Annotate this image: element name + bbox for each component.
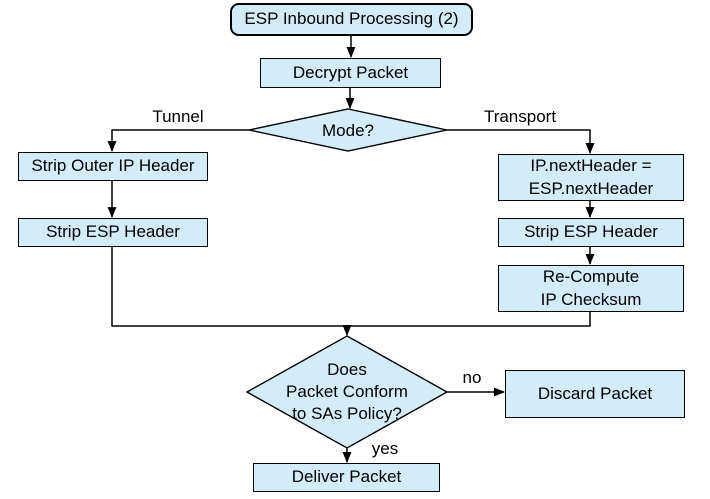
branch-label-tunnel: Tunnel: [152, 107, 204, 126]
branch-label-no: no: [462, 368, 482, 387]
node-decrypt-packet: Decrypt Packet: [260, 58, 441, 88]
edge-mode-transport: [447, 129, 595, 154]
node-deliver-packet: Deliver Packet: [253, 463, 440, 492]
node-strip-outer-ip-header: Strip Outer IP Header: [18, 152, 208, 181]
node-discard-packet: Discard Packet: [505, 370, 685, 418]
policy-decision-diamond: [245, 335, 449, 449]
node-ip-nextheader-assign: IP.nextHeader = ESP.nextHeader: [498, 154, 684, 201]
branch-label-yes: yes: [371, 439, 399, 458]
node-recompute-ip-checksum: Re-Compute IP Checksum: [498, 265, 684, 312]
edge-transport-join: [347, 312, 591, 327]
node-strip-esp-header-tunnel: Strip ESP Header: [18, 218, 208, 247]
mode-decision-diamond: [248, 108, 448, 152]
branch-label-transport: Transport: [483, 107, 557, 126]
edge-tunnel-join: [111, 247, 347, 327]
node-start-terminal: ESP Inbound Processing (2): [230, 3, 473, 36]
edge-mode-tunnel: [107, 129, 249, 152]
node-strip-esp-header-transport: Strip ESP Header: [498, 218, 684, 247]
